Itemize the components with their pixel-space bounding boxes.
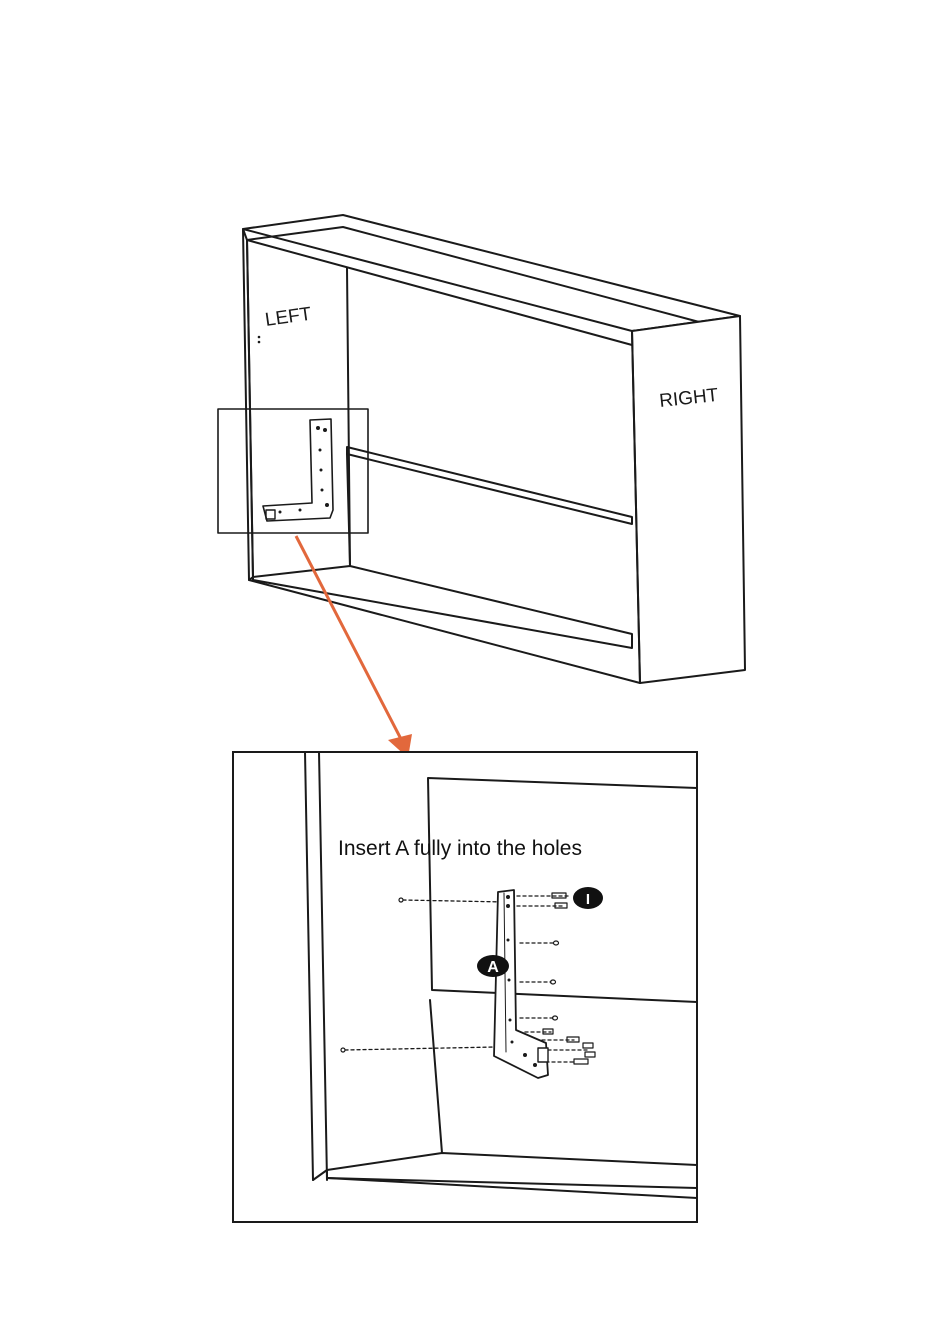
svg-text:I: I <box>586 891 590 908</box>
shelf-detail <box>428 778 697 1002</box>
shelf <box>347 447 632 524</box>
right-side-panel <box>632 316 745 683</box>
bottom-panel <box>253 566 632 648</box>
part-a-callout: A <box>477 955 509 977</box>
cabinet-overview <box>218 215 745 683</box>
svg-text:A: A <box>487 959 499 976</box>
instruction-text: Insert A fully into the holes <box>338 837 582 860</box>
part-i-callout: I <box>573 887 603 909</box>
left-panel-label: LEFT <box>264 304 313 331</box>
